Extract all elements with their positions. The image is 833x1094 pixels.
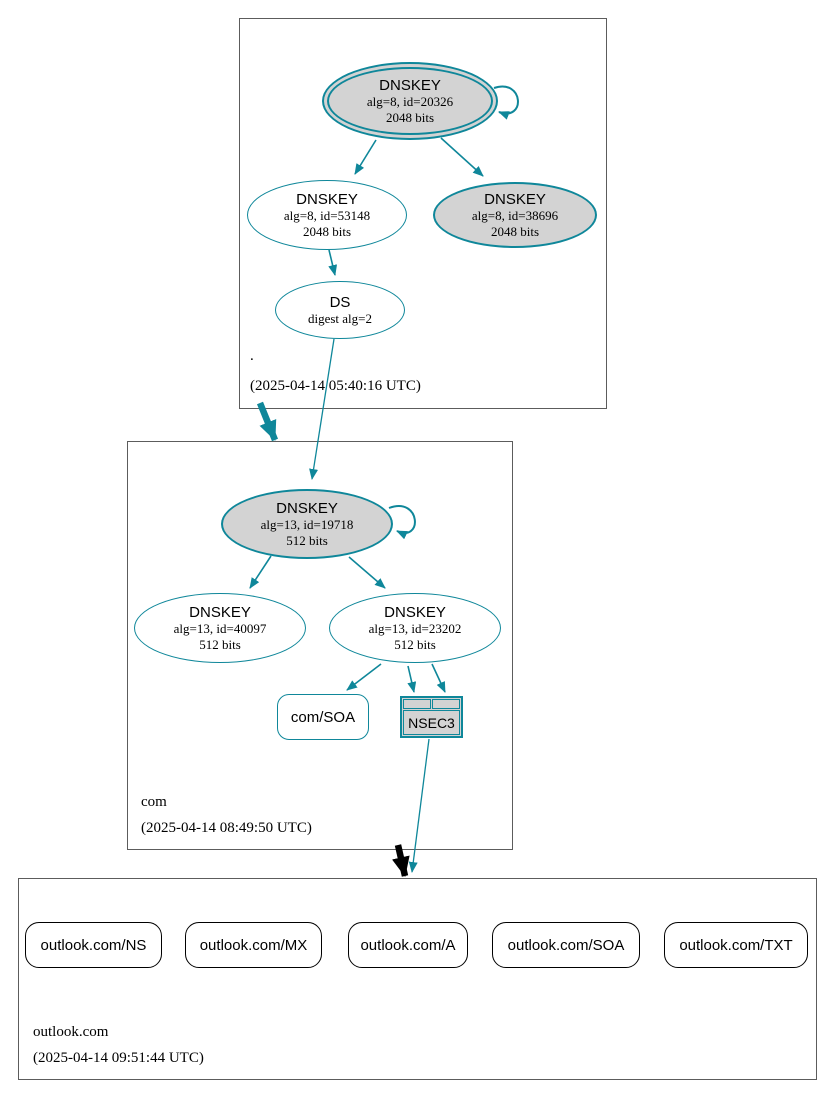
node-alg-id: alg=8, id=38696 xyxy=(471,208,559,224)
node-alg-id: alg=13, id=23202 xyxy=(368,621,462,637)
zone-timestamp-outlook: (2025-04-14 09:51:44 UTC) xyxy=(33,1050,204,1066)
zone-timestamp-com: (2025-04-14 08:49:50 UTC) xyxy=(141,820,312,836)
zone-name-com: com xyxy=(141,794,167,810)
rrset-outlook-mx-node[interactable]: outlook.com/MX xyxy=(185,922,322,968)
dnskey-root-zsk-node[interactable]: DNSKEY alg=8, id=53148 2048 bits xyxy=(247,180,407,250)
dnskey-root-ksk-node[interactable]: DNSKEY alg=8, id=20326 2048 bits xyxy=(322,62,498,140)
zone-box-outlook xyxy=(18,878,817,1080)
com-soa-rrset-node[interactable]: com/SOA xyxy=(277,694,369,740)
node-alg-id: alg=8, id=20326 xyxy=(366,94,454,110)
node-bits: 2048 bits xyxy=(490,223,540,239)
rrset-outlook-ns-node[interactable]: outlook.com/NS xyxy=(25,922,162,968)
nsec3-node[interactable]: NSEC3 xyxy=(400,696,463,738)
node-bits: 512 bits xyxy=(394,636,436,652)
node-title: DS xyxy=(329,293,351,311)
node-title: DNSKEY xyxy=(189,604,251,622)
dnskey-root-ksk-inner-ellipse: DNSKEY alg=8, id=20326 2048 bits xyxy=(327,67,493,135)
nsec3-header-cell-right xyxy=(432,699,460,709)
node-digest: digest alg=2 xyxy=(307,310,373,326)
node-title: DNSKEY xyxy=(384,604,446,622)
rrset-outlook-txt-node[interactable]: outlook.com/TXT xyxy=(664,922,808,968)
node-alg-id: alg=13, id=40097 xyxy=(173,621,267,637)
nsec3-label: NSEC3 xyxy=(403,710,460,735)
dnskey-root-ksk2-node[interactable]: DNSKEY alg=8, id=38696 2048 bits xyxy=(433,182,597,248)
node-alg-id: alg=13, id=19718 xyxy=(260,517,354,533)
node-title: DNSKEY xyxy=(276,500,338,518)
zone-name-root: . xyxy=(250,348,254,364)
nsec3-header-cell-left xyxy=(403,699,431,709)
zone-timestamp-root: (2025-04-14 05:40:16 UTC) xyxy=(250,378,421,394)
node-alg-id: alg=8, id=53148 xyxy=(283,208,371,224)
nsec3-header-row xyxy=(403,699,460,709)
rrset-outlook-soa-node[interactable]: outlook.com/SOA xyxy=(492,922,640,968)
dnskey-com-zsk2-node[interactable]: DNSKEY alg=13, id=23202 512 bits xyxy=(329,593,501,663)
node-title: DNSKEY xyxy=(484,191,546,209)
rrset-outlook-a-node[interactable]: outlook.com/A xyxy=(348,922,468,968)
dnskey-com-zsk1-node[interactable]: DNSKEY alg=13, id=40097 512 bits xyxy=(134,593,306,663)
node-bits: 2048 bits xyxy=(302,223,352,239)
node-title: DNSKEY xyxy=(296,191,358,209)
dnskey-com-ksk-node[interactable]: DNSKEY alg=13, id=19718 512 bits xyxy=(221,489,393,559)
node-bits: 512 bits xyxy=(199,636,241,652)
node-title: DNSKEY xyxy=(379,77,441,95)
zone-name-outlook: outlook.com xyxy=(33,1024,109,1040)
node-bits: 512 bits xyxy=(286,532,328,548)
zone-box-root xyxy=(239,18,607,409)
ds-node[interactable]: DS digest alg=2 xyxy=(275,281,405,339)
node-bits: 2048 bits xyxy=(385,109,435,125)
